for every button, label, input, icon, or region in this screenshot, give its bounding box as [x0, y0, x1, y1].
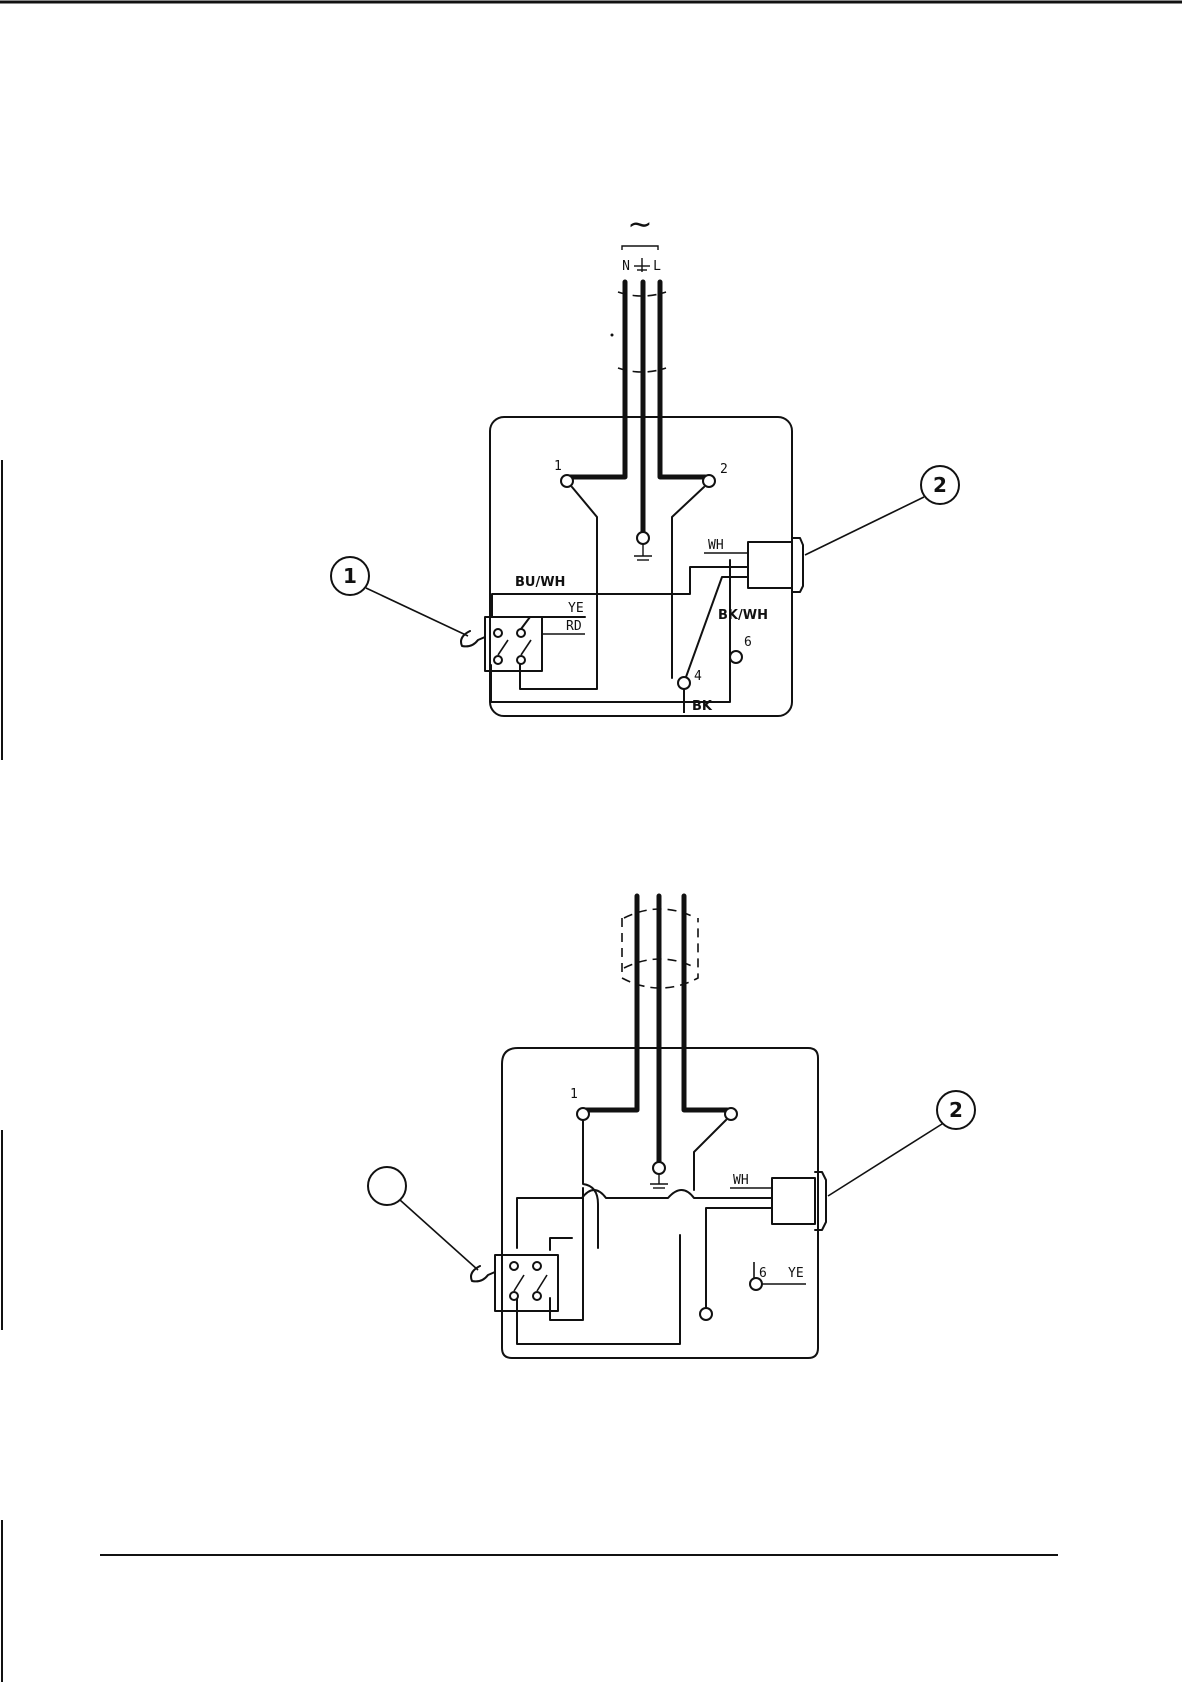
connector-top[interactable] [748, 542, 792, 588]
switch-block-top[interactable] [485, 617, 542, 671]
switch-bottom-blade-1 [514, 1275, 524, 1291]
earth-terminal[interactable] [637, 532, 649, 544]
ye-bottom-label: YE [788, 1266, 804, 1281]
diagram-top: ∼ N L 1 2 [331, 207, 959, 716]
switch-blade-2 [521, 640, 531, 655]
terminal-1-label: 1 [554, 459, 562, 474]
switch-contact-2 [517, 629, 525, 637]
wh-bottom-label: WH [733, 1173, 749, 1188]
diagram-bottom: 1 WH 6 [368, 896, 975, 1358]
connector-bottom[interactable] [772, 1178, 815, 1224]
terminal-5-bottom[interactable] [700, 1308, 712, 1320]
terminal-1[interactable] [561, 475, 573, 487]
wh-label: WH [708, 538, 724, 553]
neutral-lead-bottom [583, 1120, 598, 1248]
terminal-4-label: 4 [694, 669, 702, 684]
neutral-label: N [622, 259, 630, 274]
earth-symbol-housing [634, 544, 652, 560]
bk-label: BK [692, 699, 713, 714]
callout-2-label: 2 [933, 473, 947, 497]
switch-contact-4 [517, 656, 525, 664]
connector-cap-top [792, 538, 803, 592]
switch-bottom-contact-2 [533, 1262, 541, 1270]
switch-bottom-contact-1 [510, 1262, 518, 1270]
motor-lead-bottom [706, 1208, 772, 1308]
callout-2-bottom-leader [828, 1124, 942, 1196]
callout-1-label: 1 [343, 564, 357, 588]
switch-contact-1 [494, 629, 502, 637]
callout-2-leader [805, 497, 924, 555]
callout-1-bottom-circle [368, 1167, 406, 1205]
line-lead-bottom [694, 1120, 726, 1190]
terminal-1-bottom[interactable] [577, 1108, 589, 1120]
earth-symbol-bottom [650, 1174, 668, 1188]
terminal-2-label: 2 [720, 462, 728, 477]
bk-wh-label: BK/WH [718, 608, 768, 623]
bu-wh-label: BU/WH [515, 575, 565, 590]
terminal-2[interactable] [703, 475, 715, 487]
callout-1-leader [366, 588, 468, 636]
terminal-6[interactable] [730, 651, 742, 663]
neutral-core-bottom [583, 896, 637, 1110]
callout-1-bottom-leader [400, 1200, 478, 1270]
line-label: L [653, 259, 661, 274]
line-lead [672, 487, 704, 678]
terminal-2-bottom[interactable] [725, 1108, 737, 1120]
switch-contact-3 [494, 656, 502, 664]
switch-feed-bottom [550, 1238, 572, 1250]
earth-terminal-bottom[interactable] [653, 1162, 665, 1174]
return-wire-bottom [517, 1235, 680, 1344]
line-core-bottom [684, 896, 727, 1110]
switch-block-bottom[interactable] [495, 1255, 558, 1311]
terminal-6-label: 6 [744, 635, 752, 650]
rd-label: RD [566, 619, 582, 634]
callout-2-bottom-label: 2 [949, 1098, 963, 1122]
switch-bottom-contact-3 [510, 1292, 518, 1300]
switch-bottom-blade-2 [537, 1275, 547, 1291]
switch-blade-1 [498, 640, 508, 655]
neutral-core [567, 282, 625, 477]
line-core [660, 282, 705, 477]
cross-wire [517, 1190, 772, 1248]
stray-mark [611, 334, 614, 337]
earth-symbol-top [634, 258, 650, 272]
terminal-4[interactable] [678, 677, 690, 689]
switch-bottom-contact-4 [533, 1292, 541, 1300]
supply-bracket [622, 246, 658, 250]
connector-cap-bottom [815, 1172, 826, 1230]
switch-knob-top[interactable] [461, 631, 485, 646]
terminal-6-bottom-label: 6 [759, 1266, 767, 1281]
ac-supply-symbol: ∼ [627, 207, 652, 242]
terminal-1-bottom-label: 1 [570, 1087, 578, 1102]
ye-label: YE [568, 601, 584, 616]
switch-knob-bottom[interactable] [471, 1266, 495, 1281]
